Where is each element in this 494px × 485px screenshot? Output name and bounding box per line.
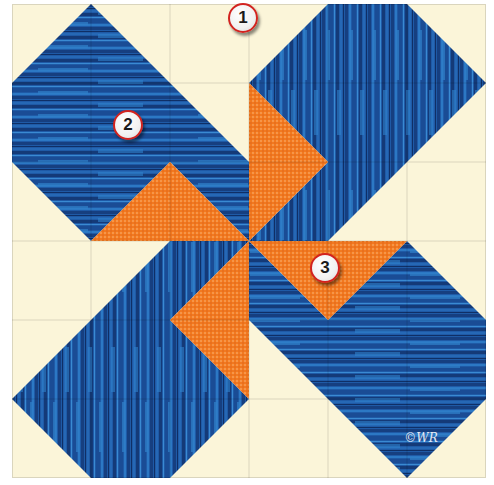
watermark: ©WR <box>404 431 437 445</box>
pinwheel-arm <box>12 241 249 478</box>
background-fabric <box>12 4 486 478</box>
pinwheel-arm <box>12 4 249 241</box>
pinwheel-arm <box>249 241 486 478</box>
callout-number: 3 <box>310 253 340 283</box>
seam-grid <box>12 4 486 478</box>
pinwheel-arm <box>249 4 486 241</box>
callout-number: 1 <box>228 3 258 33</box>
callout-number: 2 <box>113 110 143 140</box>
